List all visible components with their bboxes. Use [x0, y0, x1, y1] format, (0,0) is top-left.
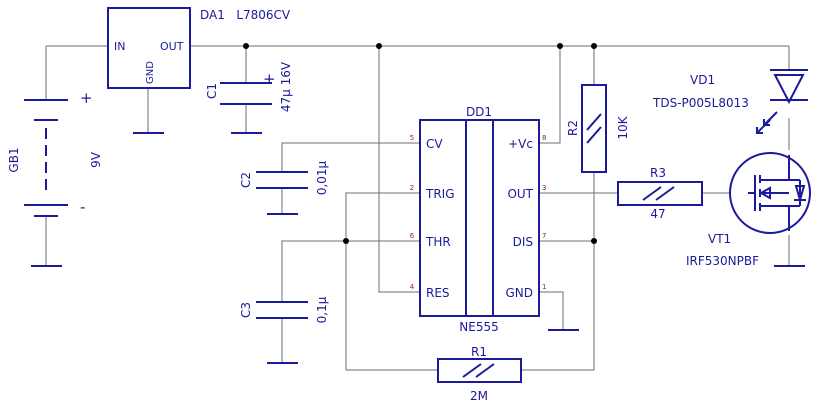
- r3-ref: R3: [650, 166, 666, 180]
- timer-ic-dd1: DD1 NE555 CV TRIG THR RES 5 2 6 4 +Vc OU…: [410, 105, 547, 334]
- regulator-pin-out: OUT: [160, 40, 184, 53]
- junction-vcc: [557, 43, 563, 49]
- regulator-da1: IN OUT GND DA1 L7806CV: [107, 7, 291, 89]
- ic-pin-thr-number: 6: [410, 232, 415, 240]
- c3-ref: C3: [239, 302, 253, 318]
- mosfet-gate: [748, 175, 756, 211]
- resistor-r2: R2 10K: [566, 84, 630, 173]
- regulator-pin-gnd: GND: [145, 61, 156, 84]
- battery-gb1: + - GB1 9V: [7, 89, 103, 217]
- resistor-r1: R1 2M: [437, 345, 522, 403]
- led-arrow-2: [763, 111, 778, 126]
- r1-body: [437, 358, 522, 383]
- mosfet-value: IRF530NPBF: [686, 254, 759, 268]
- ic-pin-cv-label: CV: [426, 137, 443, 151]
- regulator-ref-value: DA1 L7806CV: [200, 8, 291, 22]
- battery-minus-sign: -: [80, 198, 85, 216]
- ic-pin-out-label: OUT: [507, 187, 533, 201]
- ic-pin-dis-number: 7: [542, 232, 546, 240]
- capacitor-c2: C2 0,01µ: [239, 160, 329, 195]
- r2-marks: [586, 113, 602, 144]
- led-ref: VD1: [690, 73, 715, 87]
- r3-body: [617, 181, 703, 206]
- wire-trig-to-r1: [345, 192, 438, 371]
- ground-symbols: [31, 132, 805, 364]
- ic-pin-vcc-number: 8: [542, 134, 546, 142]
- wire-555-gnd: [539, 291, 564, 330]
- r2-body: [581, 84, 607, 173]
- wire-thr-to-c3: [281, 240, 420, 302]
- ic-pin-res-label: RES: [426, 286, 450, 300]
- ic-body: [419, 119, 540, 317]
- junction-r2: [591, 43, 597, 49]
- mosfet-arrow: [758, 186, 771, 200]
- battery-plus-sign: +: [80, 89, 93, 107]
- ic-value: NE555: [459, 320, 498, 334]
- ic-pin-thr-label: THR: [425, 235, 451, 249]
- led-triangle: [773, 74, 805, 105]
- r1-value: 2M: [470, 389, 488, 403]
- regulator-body: [107, 7, 191, 89]
- resistor-r3: R3 47: [617, 166, 703, 221]
- wires: [45, 45, 790, 371]
- battery-value: 9V: [89, 151, 103, 168]
- junction-trig-thr: [343, 238, 349, 244]
- ic-pin-gnd-label: GND: [505, 286, 533, 300]
- mosfet-vt1: VT1 IRF530NPBF: [686, 152, 811, 268]
- ic-pin-trig-label: TRIG: [425, 187, 455, 201]
- r1-ref: R1: [471, 345, 487, 359]
- mosfet-diode-links: [789, 179, 800, 207]
- r2-value: 10K: [616, 115, 630, 139]
- junctions: [243, 43, 597, 244]
- ic-pin-out-number: 3: [542, 184, 546, 192]
- capacitor-c1: + C1 47µ 16V: [205, 61, 293, 112]
- ic-center-strip: [465, 120, 494, 316]
- ic-pin-trig-number: 2: [410, 184, 414, 192]
- r2-ref: R2: [566, 120, 580, 136]
- junction-c1: [243, 43, 249, 49]
- c3-value: 0,1µ: [315, 296, 329, 323]
- c1-plus-sign: +: [263, 70, 276, 88]
- r3-marks: [642, 186, 675, 201]
- r1-marks: [462, 363, 495, 378]
- led-vd1: VD1 TDS-P005L8013: [652, 69, 808, 134]
- ic-pin-cv-number: 5: [410, 134, 414, 142]
- r3-value: 47: [650, 207, 665, 221]
- wire-vcc: [539, 46, 561, 144]
- c1-ref: C1: [205, 83, 219, 99]
- c2-value: 0,01µ: [315, 160, 329, 195]
- capacitor-c3: C3 0,1µ: [239, 296, 329, 323]
- ic-pin-res-number: 4: [410, 283, 415, 291]
- wire-reset: [378, 46, 420, 293]
- mosfet-body-diode: [794, 180, 806, 206]
- c2-ref: C2: [239, 172, 253, 188]
- battery-ref: GB1: [7, 147, 21, 172]
- mosfet-ref: VT1: [708, 232, 731, 246]
- ic-ref: DD1: [466, 105, 492, 119]
- ic-pin-gnd-number: 1: [542, 283, 546, 291]
- ic-pin-vcc-label: +Vc: [508, 137, 533, 151]
- c1-value: 47µ 16V: [279, 61, 293, 112]
- regulator-pin-in: IN: [114, 40, 125, 53]
- led-value: TDS-P005L8013: [652, 96, 749, 110]
- junction-reset: [376, 43, 382, 49]
- wire-cv-to-c2: [281, 142, 420, 172]
- junction-dis: [591, 238, 597, 244]
- ic-pin-dis-label: DIS: [513, 235, 533, 249]
